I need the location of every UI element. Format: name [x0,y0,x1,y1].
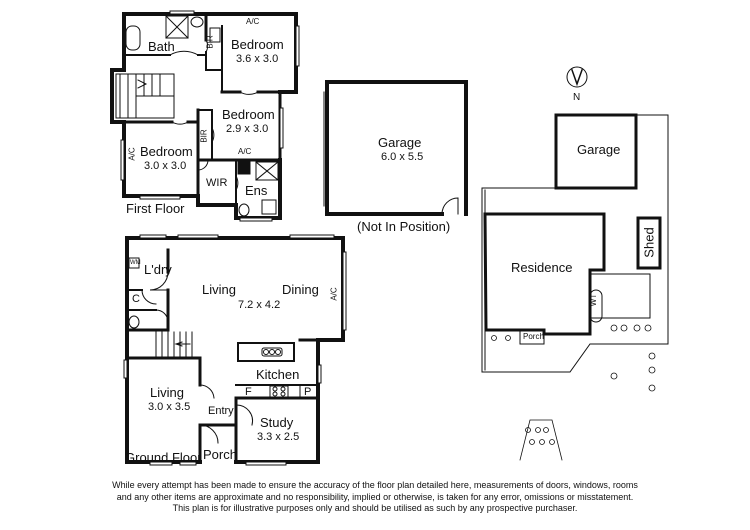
site-wt-label: WT [589,293,599,307]
disclaimer: While every attempt has been made to ens… [0,480,750,515]
ground-floor-stairs [155,331,193,357]
first-floor-stairs [115,73,175,119]
garage-outline [323,80,468,216]
room-bedroom-3-name: Bedroom [140,144,193,159]
bir-label-2: BIR [199,129,209,143]
site-shed [636,216,662,270]
site-shed-label: Shed [641,227,657,258]
ac-label-2: A/C [238,147,252,156]
ground-floor-walls [125,236,345,464]
ac-label-3: A/C [127,147,137,161]
cupboard-label: C [132,293,140,305]
room-ensuite: Ens [245,183,268,198]
ac-label-1: A/C [246,17,260,26]
site-garage [554,113,638,190]
room-bedroom-1-name: Bedroom [231,37,284,52]
room-dining: Dining [282,282,319,297]
room-study-dim: 3.3 x 2.5 [257,431,300,443]
ground-floor-doors [141,271,253,444]
bath-fixtures [125,15,221,51]
bir-label-1: BIR [205,35,215,49]
ground-floor-windows [123,234,347,466]
wm-label: WM [130,260,141,266]
room-wir: WIR [206,177,228,189]
room-living-2-dim: 3.0 x 3.5 [148,401,191,413]
room-living-name: Living [202,282,236,297]
room-bedroom-2-name: Bedroom [222,107,275,122]
room-bedroom-1-dim: 3.6 x 3.0 [236,53,279,65]
room-living-dim: 7.2 x 4.2 [238,299,281,311]
room-bedroom-2-dim: 2.9 x 3.0 [226,123,269,135]
disclaimer-line: and any other items are approximate and … [116,491,634,502]
first-floor-title: First Floor [126,201,185,216]
room-entry: Entry [208,405,234,417]
ac-label-ground: A/C [329,287,339,301]
room-porch: Porch [203,447,237,462]
room-bedroom-3-dim: 3.0 x 3.0 [144,160,187,172]
first-floor-windows [120,10,300,222]
pantry-label: P [304,386,312,398]
garage-dim: 6.0 x 5.5 [381,151,424,163]
site-garage-label: Garage [577,142,621,157]
room-study-name: Study [260,415,294,430]
garage-name: Garage [378,135,422,150]
fridge-label: F [245,386,252,398]
ground-floor-fixtures [128,257,301,399]
site-shrubs [491,324,656,461]
ground-floor-title: Ground Floor [125,450,202,465]
site-residence-label: Residence [511,260,573,275]
room-kitchen: Kitchen [256,367,300,382]
disclaimer-line: While every attempt has been made to ens… [112,480,638,490]
room-living-2-name: Living [150,385,184,400]
first-floor-doors [169,39,259,191]
disclaimer-line: This plan is for illustrative purposes o… [172,503,578,513]
site-porch-label: Porch [523,332,544,341]
ensuite-fixtures [237,161,279,217]
room-laundry: L'dry [144,262,172,277]
compass-label: N [573,92,581,103]
room-bath: Bath [148,39,175,54]
site-residence [483,212,651,345]
garage-note: (Not In Position) [357,219,451,234]
north-arrow [566,66,588,88]
